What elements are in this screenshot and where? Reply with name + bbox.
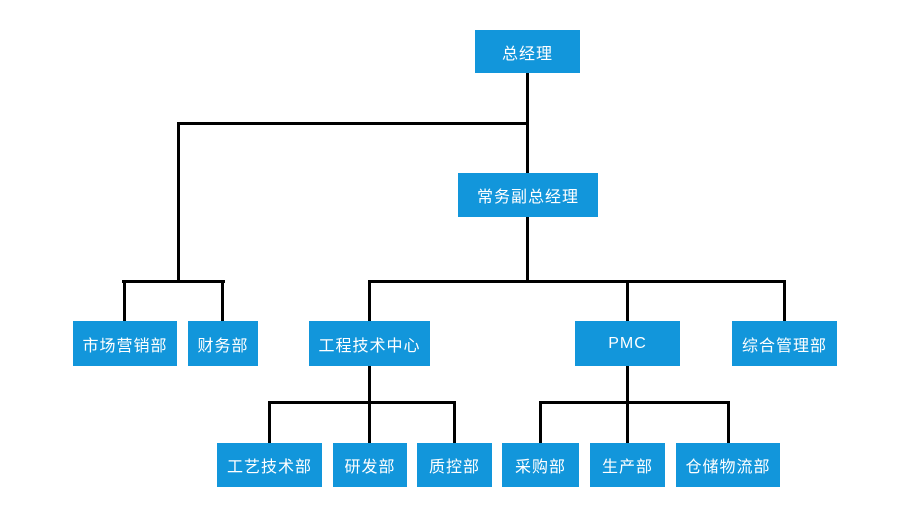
org-node-process-tech-dept: 工艺技术部: [217, 443, 322, 487]
org-node-general-manager: 总经理: [475, 30, 580, 73]
connector-drop-admin: [783, 280, 786, 321]
org-node-finance-dept: 财务部: [188, 321, 258, 366]
org-node-production-dept: 生产部: [590, 443, 665, 487]
org-node-quality-control-dept: 质控部: [417, 443, 492, 487]
connector-drop-finance: [221, 280, 224, 321]
connector-engineering-down: [368, 366, 371, 402]
connector-drop-purchasing: [539, 401, 542, 443]
org-node-warehouse-logistics-dept: 仓储物流部: [676, 443, 780, 487]
connector-right-siblings: [368, 280, 786, 283]
org-node-purchasing-dept: 采购部: [502, 443, 579, 487]
connector-gm-left-branch: [177, 122, 529, 125]
connector-pmc-down: [626, 366, 629, 402]
connector-left-branch-vertical: [177, 122, 180, 283]
connector-drop-marketing: [123, 280, 126, 321]
connector-drop-engineering: [368, 280, 371, 321]
connector-engineering-children: [268, 401, 456, 404]
connector-dgm-down: [526, 217, 529, 283]
org-node-engineering-center: 工程技术中心: [309, 321, 430, 366]
org-node-admin-dept: 综合管理部: [732, 321, 837, 366]
org-node-pmc: PMC: [575, 321, 680, 366]
org-node-rnd-dept: 研发部: [333, 443, 407, 487]
connector-drop-process: [268, 401, 271, 443]
connector-left-siblings: [122, 280, 225, 283]
connector-pmc-children: [539, 401, 730, 404]
connector-drop-pmc: [626, 280, 629, 321]
connector-drop-rnd: [368, 401, 371, 443]
connector-drop-production: [626, 401, 629, 443]
org-node-deputy-general-manager: 常务副总经理: [458, 173, 598, 217]
connector-drop-qc: [453, 401, 456, 443]
org-node-marketing-dept: 市场营销部: [73, 321, 177, 366]
connector-drop-logistics: [727, 401, 730, 443]
